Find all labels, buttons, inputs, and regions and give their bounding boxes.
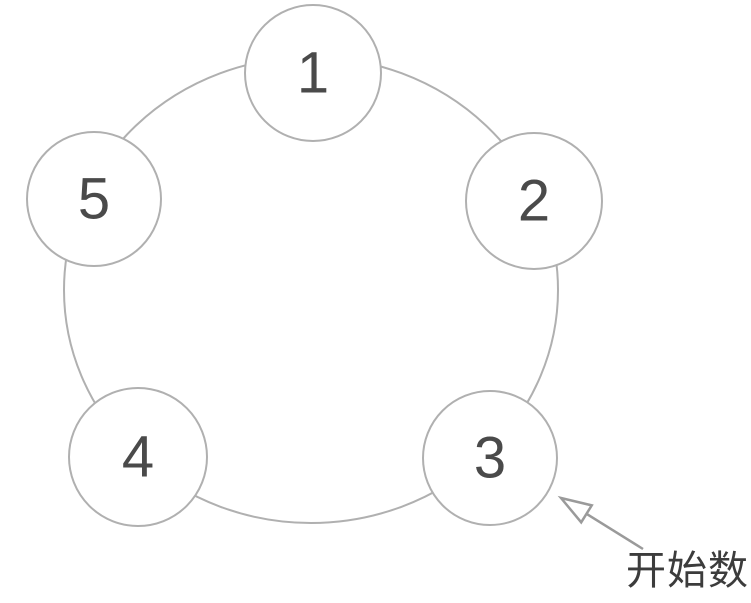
node-label-3: 3	[474, 426, 506, 491]
node-circle-3	[422, 390, 558, 526]
node-label-2: 2	[518, 169, 550, 234]
node-label-4: 4	[122, 425, 154, 490]
node-label-5: 5	[78, 167, 110, 232]
start-counting-label: 开始数	[626, 549, 749, 593]
node-circle-1	[244, 4, 382, 142]
node-label-1: 1	[297, 41, 329, 106]
arrow-head-icon	[557, 495, 594, 525]
node-circle-4	[68, 387, 208, 527]
node-circle-5	[26, 131, 162, 267]
arrow-line	[582, 510, 644, 551]
node-circle-2	[465, 132, 603, 270]
